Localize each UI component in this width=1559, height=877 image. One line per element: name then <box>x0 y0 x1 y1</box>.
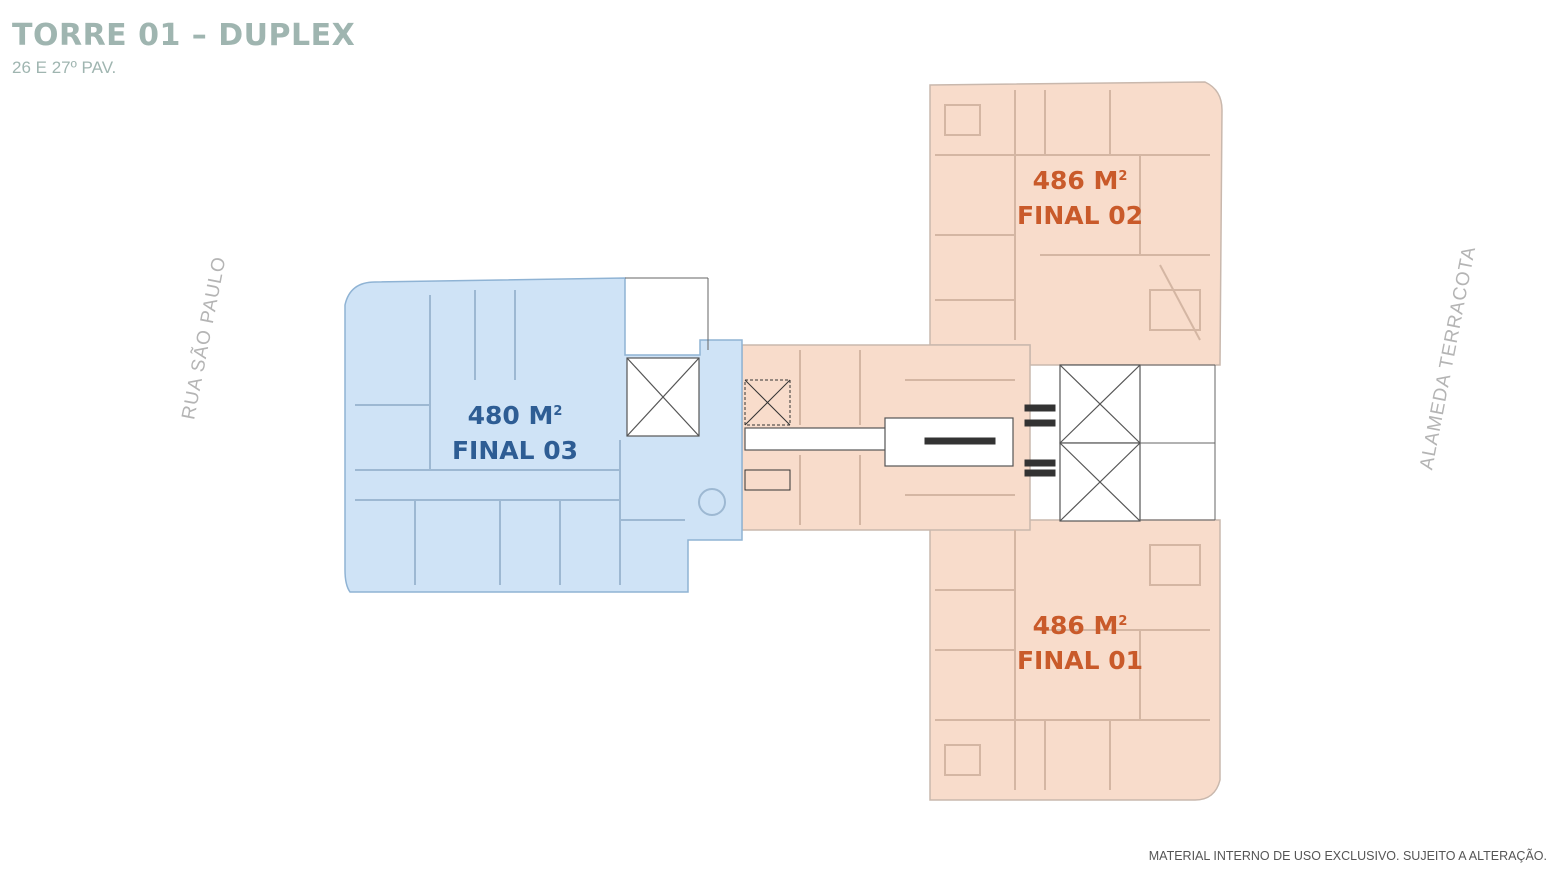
unit-area-unit-exponent: 2 <box>553 404 563 419</box>
walls-core <box>799 350 1015 525</box>
unit-area: 486 M2 <box>1000 163 1160 198</box>
unit-area-unit-exponent: 2 <box>1118 614 1128 629</box>
unit-area: 486 M2 <box>1000 608 1160 643</box>
unit-area-unit-exponent: 2 <box>1118 169 1128 184</box>
walls-final-02 <box>935 90 1210 341</box>
unit-area: 480 M2 <box>430 398 600 433</box>
unit-area-value: 486 M <box>1032 611 1119 640</box>
unit-name: FINAL 01 <box>1016 646 1144 675</box>
balcony-outline <box>625 277 1216 521</box>
unit-area-value: 480 M <box>467 401 554 430</box>
unit-name: FINAL 02 <box>1016 201 1144 230</box>
unit-area-value: 486 M <box>1032 166 1119 195</box>
walls-final-03 <box>355 290 726 585</box>
unit-label-final-02: 486 M2 FINAL 02 <box>1000 163 1160 233</box>
page-title: TORRE 01 – DUPLEX <box>12 18 356 53</box>
walls-final-01 <box>935 530 1210 790</box>
unit-name: FINAL 03 <box>451 436 579 465</box>
page-subtitle: 26 E 27º PAV. <box>12 58 117 77</box>
unit-label-final-03: 480 M2 FINAL 03 <box>430 398 600 468</box>
core-details <box>744 379 1056 491</box>
footer-disclaimer: MATERIAL INTERNO DE USO EXCLUSIVO. SUJEI… <box>1148 849 1547 863</box>
unit-label-final-01: 486 M2 FINAL 01 <box>1000 608 1160 678</box>
unit-final-03-area <box>344 277 743 593</box>
